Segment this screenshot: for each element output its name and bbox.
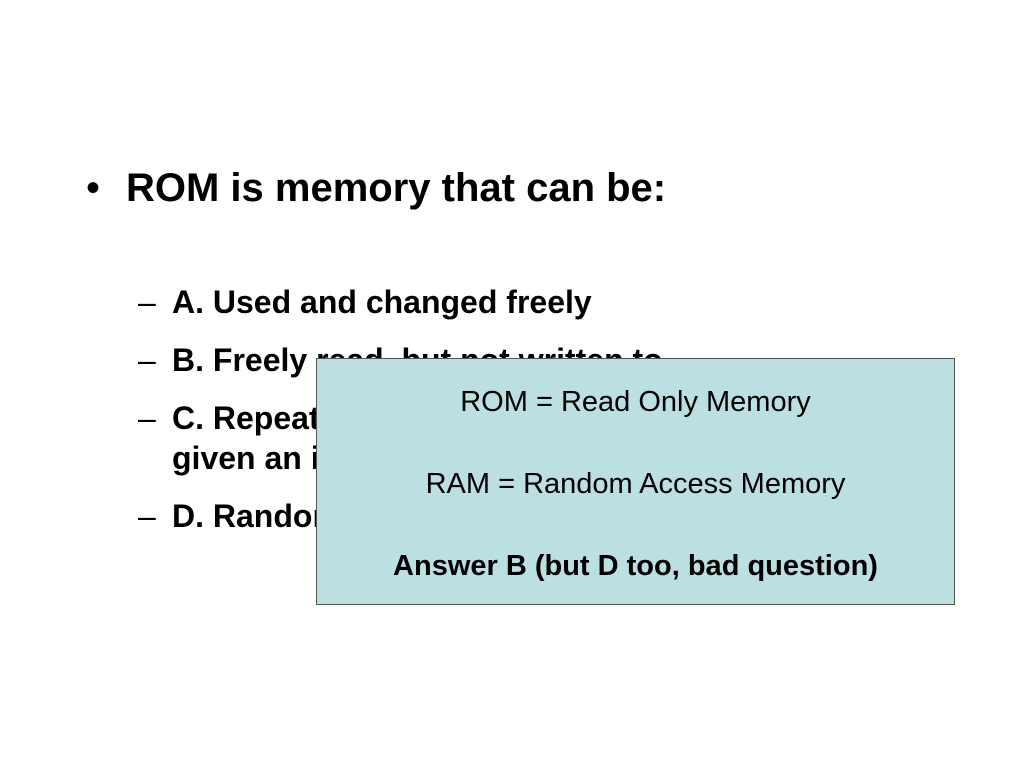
- dash-icon: –: [138, 400, 156, 436]
- answer-text: Answer B (but D too, bad question): [393, 550, 878, 582]
- ram-definition: RAM = Random Access Memory: [425, 468, 846, 500]
- bullet-icon: •: [86, 166, 101, 210]
- dash-icon: –: [138, 498, 156, 534]
- question-bullet: • ROM is memory that can be:: [86, 162, 666, 214]
- rom-definition: ROM = Read Only Memory: [460, 386, 811, 418]
- answer-callout-box: ROM = Read Only Memory RAM = Random Acce…: [316, 358, 955, 605]
- dash-icon: –: [138, 342, 156, 378]
- option-a-text: A. Used and changed freely: [172, 284, 592, 320]
- dash-icon: –: [138, 284, 156, 320]
- option-a: – A. Used and changed freely: [138, 282, 838, 322]
- question-text: ROM is memory that can be:: [126, 166, 667, 210]
